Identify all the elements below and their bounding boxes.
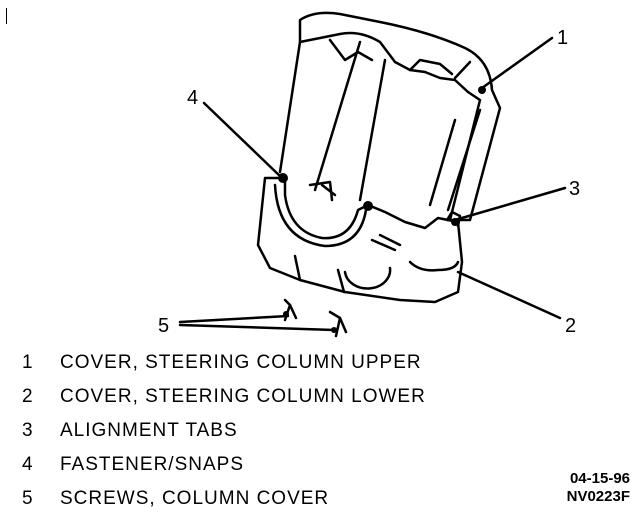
alignment-tab xyxy=(445,210,462,228)
legend-item: 5 SCREWS, COLUMN COVER xyxy=(22,482,426,516)
legend-number: 5 xyxy=(22,488,34,509)
legend-item: 4 FASTENER/SNAPS xyxy=(22,448,426,482)
legend-number: 3 xyxy=(22,420,34,441)
legend-text: FASTENER/SNAPS xyxy=(60,454,244,475)
leader-line-4 xyxy=(202,101,284,180)
lower-cover xyxy=(256,176,464,304)
callout-1: 1 xyxy=(557,27,568,49)
legend-text: ALIGNMENT TABS xyxy=(60,420,238,441)
stray-mark xyxy=(6,8,7,24)
figure-date: 04-15-96 xyxy=(569,470,630,487)
leader-line-1 xyxy=(480,36,554,90)
legend-number: 4 xyxy=(22,454,34,475)
callout-5: 5 xyxy=(158,315,169,337)
leader-line-5a xyxy=(178,314,290,324)
leader-line-5b xyxy=(178,323,336,332)
screw-head-dot xyxy=(331,327,337,333)
fastener-snap-dot xyxy=(363,201,373,211)
legend-number: 2 xyxy=(22,386,34,407)
leader-line-2 xyxy=(456,270,562,320)
callout-3: 3 xyxy=(569,178,580,200)
figure-code: NV0223F xyxy=(566,488,630,505)
fastener-snap-dot xyxy=(478,86,486,94)
upper-cover xyxy=(278,11,502,222)
legend-number: 1 xyxy=(22,352,34,373)
callout-4: 4 xyxy=(187,87,198,109)
legend-text: COVER, STEERING COLUMN LOWER xyxy=(60,386,426,407)
figure-stamp: 04-15-96 NV0223F xyxy=(567,470,630,506)
fastener-snap-dot xyxy=(278,173,288,183)
legend-item: 2 COVER, STEERING COLUMN LOWER xyxy=(22,380,426,414)
alignment-tab-dot xyxy=(451,218,459,226)
legend-text: SCREWS, COLUMN COVER xyxy=(60,488,330,509)
legend-item: 1 COVER, STEERING COLUMN UPPER xyxy=(22,346,426,380)
screw-head-dot xyxy=(283,311,289,317)
leader-line-3 xyxy=(453,186,567,222)
legend-text: COVER, STEERING COLUMN UPPER xyxy=(60,352,422,373)
legend-item: 3 ALIGNMENT TABS xyxy=(22,414,426,448)
parts-legend: 1 COVER, STEERING COLUMN UPPER 2 COVER, ST… xyxy=(22,346,426,516)
callout-2: 2 xyxy=(565,315,576,337)
